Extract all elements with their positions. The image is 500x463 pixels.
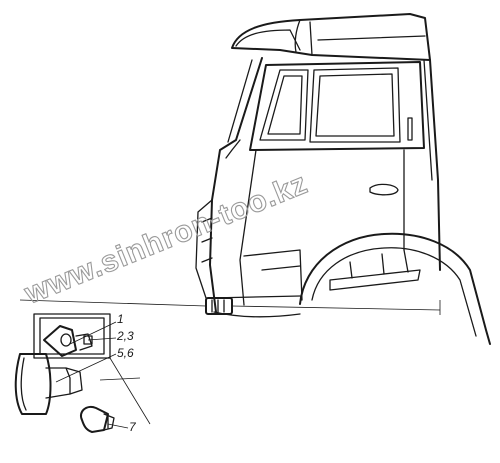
lamp-detail [14, 313, 151, 433]
bulb [80, 406, 115, 433]
callout-7: 7 [129, 420, 137, 434]
callout-1: 1 [117, 312, 124, 326]
leader-lines [19, 299, 441, 315]
marker-lamp-body [43, 325, 77, 357]
watermark-text: www.sinhron-too.kz [19, 167, 312, 311]
callout-2-3: 2,3 [116, 329, 134, 343]
callout-5-6: 5,6 [117, 346, 134, 360]
cab-marker-lamp [205, 297, 233, 315]
lamp-housing [14, 353, 52, 415]
truck-cab-drawing [195, 13, 491, 345]
callout-leaders [55, 321, 129, 429]
